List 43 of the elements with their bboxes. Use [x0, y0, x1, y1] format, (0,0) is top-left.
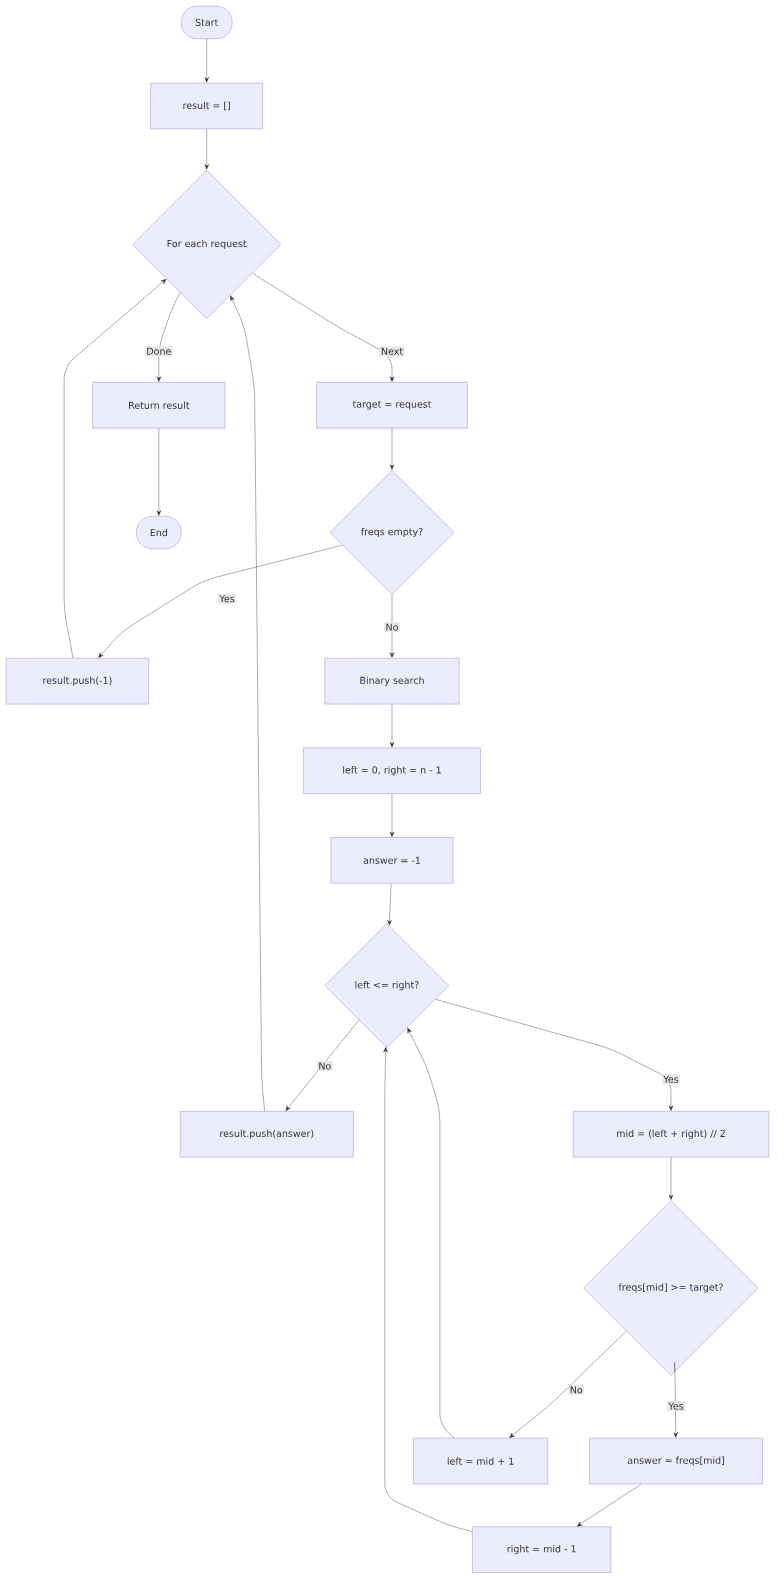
edge-label: Done	[144, 346, 173, 357]
arrow	[156, 428, 162, 516]
arrow	[156, 292, 181, 382]
arrow	[230, 295, 265, 1112]
process-box: answer = freqs[mid]	[589, 1438, 763, 1485]
process-box: result.push(answer)	[180, 1111, 354, 1158]
edge-label: Next	[379, 346, 405, 357]
process-box: target = request	[316, 382, 468, 429]
process-box: result = []	[150, 82, 263, 129]
arrow	[435, 999, 674, 1111]
process-box: left = mid + 1	[413, 1438, 548, 1485]
arrow	[668, 1157, 674, 1200]
terminal-box: End	[136, 516, 182, 550]
arrow	[204, 38, 209, 83]
arrow	[509, 1330, 627, 1438]
edge-label: Yes	[666, 1401, 686, 1412]
process-box: Binary search	[324, 658, 460, 705]
process-box: Return result	[92, 382, 226, 429]
edge-label: No	[384, 622, 400, 633]
process-box: result.push(-1)	[5, 658, 149, 705]
terminal-box: Start	[181, 5, 233, 39]
arrow	[389, 428, 395, 470]
arrow	[389, 793, 395, 837]
process-box: left = 0, right = n - 1	[303, 747, 481, 794]
arrow	[389, 704, 395, 748]
arrow	[383, 1047, 473, 1532]
process-box: right = mid - 1	[472, 1526, 612, 1573]
arrow	[252, 273, 395, 382]
edge-label: No	[316, 1061, 333, 1072]
edge-label: Yes	[217, 593, 237, 604]
arrow	[389, 594, 395, 658]
edge-label: No	[568, 1384, 585, 1395]
arrow	[63, 278, 167, 659]
arrow	[673, 1362, 678, 1438]
arrow	[576, 1484, 642, 1527]
arrow	[285, 1019, 360, 1111]
process-box: answer = -1	[330, 837, 454, 884]
arrow	[407, 1027, 455, 1439]
arrow	[204, 128, 209, 170]
arrow	[387, 883, 392, 926]
arrow	[98, 544, 343, 658]
process-box: mid = (left + right) // 2	[573, 1111, 769, 1158]
edge-label: Yes	[661, 1074, 681, 1085]
